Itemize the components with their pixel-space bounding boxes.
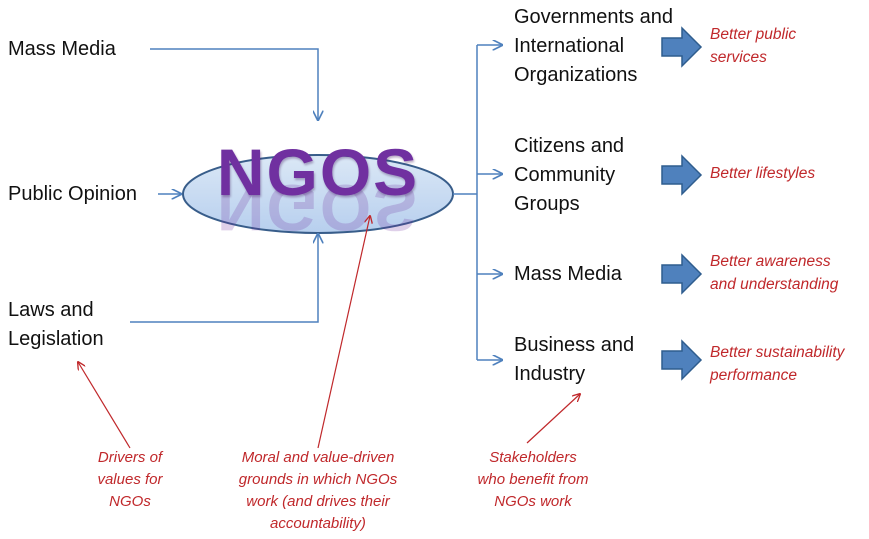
- outcome-arrow-icon: [661, 253, 703, 295]
- note-beneficiaries: Stakeholders who benefit from NGOs work: [458, 447, 608, 513]
- stakeholder-line: International: [514, 35, 625, 57]
- stakeholder-line: Organizations: [514, 64, 638, 86]
- stakeholder-governments: Governments and International Organizati…: [514, 3, 673, 90]
- outcome-arrow-icon: [661, 154, 703, 196]
- note-line: Moral and value-driven: [241, 449, 395, 466]
- note-line: accountability): [270, 515, 366, 532]
- note-drivers: Drivers of values for NGOs: [70, 447, 190, 513]
- note-line: who benefit from: [477, 471, 589, 488]
- drivers-note-pointer: [78, 362, 131, 449]
- driver-laws-line: Legislation: [8, 328, 104, 350]
- stakeholder-line: Governments and: [514, 6, 673, 28]
- outcome-business: Better sustainability performance: [710, 341, 844, 387]
- outcome-citizens: Better lifestyles: [710, 162, 815, 185]
- note-line: grounds in which NGOs: [238, 471, 398, 488]
- note-line: Stakeholders: [489, 449, 577, 466]
- stakeholder-line: Groups: [514, 193, 580, 215]
- driver-mass-media: Mass Media: [8, 38, 116, 60]
- note-line: NGOs work: [494, 493, 572, 510]
- driver-public-opinion: Public Opinion: [8, 183, 137, 205]
- beneficiaries-note-pointer: [526, 394, 580, 444]
- outcome-line: and understanding: [710, 276, 839, 293]
- laws-connector: [130, 234, 318, 323]
- note-line: values for: [97, 471, 163, 488]
- note-line: NGOs: [109, 493, 151, 510]
- outcome-line: services: [710, 49, 767, 66]
- outcome-arrow-icon: [661, 339, 703, 381]
- outcome-line: Better awareness: [710, 253, 831, 270]
- outcome-mass-media: Better awareness and understanding: [710, 250, 838, 296]
- stakeholder-line: Community: [514, 164, 616, 186]
- stakeholder-line: Industry: [514, 363, 586, 385]
- ngo-title: NGOS: [216, 135, 420, 209]
- outcome-governments: Better public services: [710, 23, 796, 69]
- mass-media-connector: [150, 48, 318, 120]
- note-line: work (and drives their: [246, 493, 390, 510]
- outcome-arrow-icon: [661, 26, 703, 68]
- driver-laws-line: Laws and: [8, 299, 94, 321]
- note-line: Drivers of: [97, 449, 163, 466]
- note-grounds: Moral and value-driven grounds in which …: [218, 447, 418, 535]
- driver-laws-legislation: Laws and Legislation: [8, 296, 104, 354]
- outcome-line: Better public: [710, 26, 797, 43]
- outcome-line: Better sustainability: [710, 344, 845, 361]
- outcome-line: performance: [710, 367, 798, 384]
- stakeholder-line: Business and: [514, 334, 635, 356]
- outcome-line: Better lifestyles: [710, 165, 816, 182]
- stakeholder-line: Citizens and: [514, 135, 625, 157]
- stakeholder-line: Mass Media: [514, 263, 622, 285]
- stakeholder-citizens: Citizens and Community Groups: [514, 132, 624, 219]
- stakeholder-mass-media: Mass Media: [514, 260, 622, 289]
- stakeholder-business: Business and Industry: [514, 331, 634, 389]
- grounds-note-pointer: [317, 216, 370, 449]
